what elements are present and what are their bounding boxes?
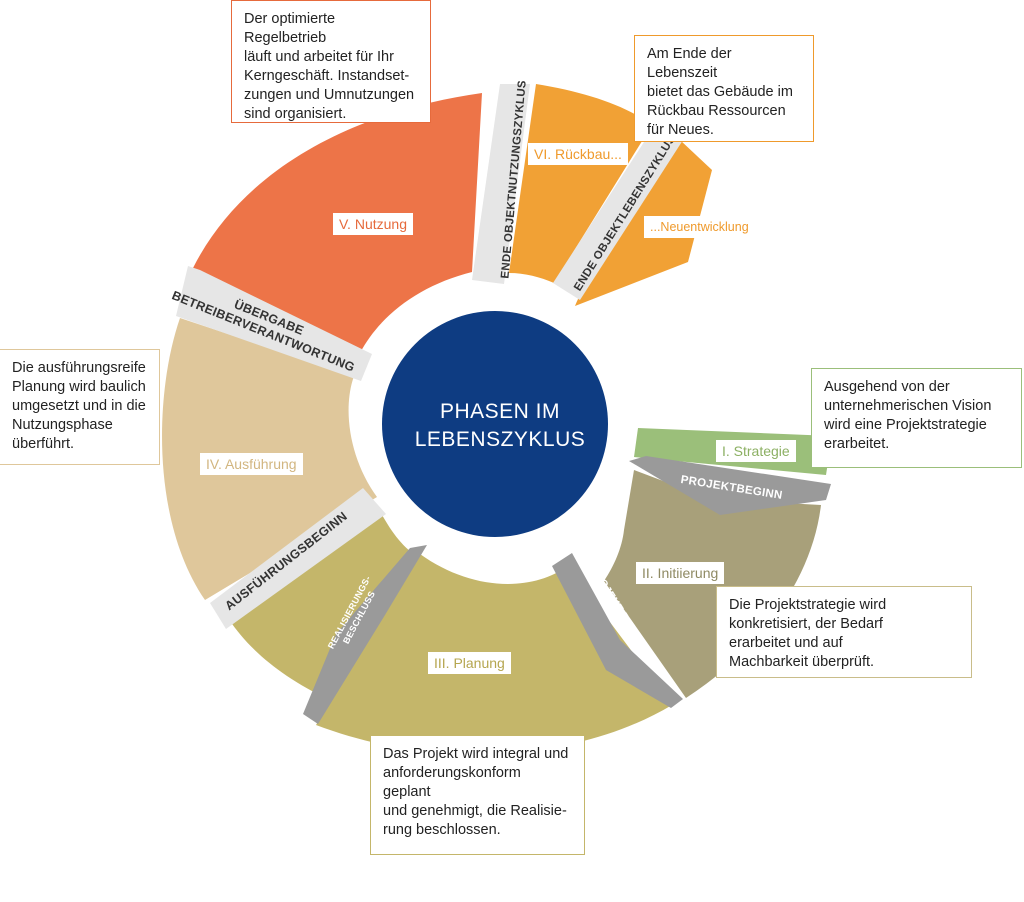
milestone-uebergabe-band xyxy=(176,266,372,381)
milestone-realisierung-band xyxy=(303,545,427,724)
description-box-nutzung: Der optimierte Regelbetrieb läuft und ar… xyxy=(231,0,431,123)
center-title-line2: LEBENSZYKLUS xyxy=(414,428,586,451)
phase-label-nutzung: V. Nutzung xyxy=(333,213,413,235)
description-box-initiierung: Die Projektstrategie wird konkretisiert,… xyxy=(716,586,972,678)
center-circle xyxy=(382,311,608,537)
milestone-ende-leben-band xyxy=(553,125,683,300)
description-text-planung: Das Projekt wird integral und anforderun… xyxy=(383,746,569,838)
segment-rueckbau xyxy=(509,84,652,283)
description-text-strategie: Ausgehend von der unternehmerischen Visi… xyxy=(824,379,992,452)
phase-label-planung: III. Planung xyxy=(428,652,511,674)
description-box-ausfuehrung: Die ausführungsreife Planung wird baulic… xyxy=(0,349,160,465)
phase-label-rueckbau: VI. Rückbau... xyxy=(528,143,628,165)
phase-label-ausfuehrung: IV. Ausführung xyxy=(200,453,303,475)
center-title-line1: PHASEN IM xyxy=(439,400,561,423)
description-text-nutzung: Der optimierte Regelbetrieb läuft und ar… xyxy=(244,11,415,122)
milestone-projektbeschluss-band xyxy=(552,553,683,708)
phase-label-strategie: I. Strategie xyxy=(716,440,796,462)
phase-label-neuentwicklung: ...Neuentwicklung xyxy=(644,216,755,238)
description-box-rueckbau: Am Ende der Lebenszeit bietet das Gebäud… xyxy=(634,35,814,142)
segment-planung-left xyxy=(218,513,420,700)
milestone-ausfuehrungsbeginn-band xyxy=(210,488,386,629)
milestone-projektbeginn-band xyxy=(629,456,831,515)
segment-neuentwicklung xyxy=(575,140,712,306)
segment-initiierung xyxy=(604,470,821,698)
description-text-rueckbau: Am Ende der Lebenszeit bietet das Gebäud… xyxy=(647,46,793,138)
description-box-planung: Das Projekt wird integral und anforderun… xyxy=(370,735,585,855)
description-text-initiierung: Die Projektstrategie wird konkretisiert,… xyxy=(729,597,887,670)
description-box-strategie: Ausgehend von der unternehmerischen Visi… xyxy=(811,368,1022,468)
phase-label-initiierung: II. Initiierung xyxy=(636,562,725,584)
milestone-ende-nutzung-band xyxy=(472,84,530,284)
description-text-ausfuehrung: Die ausführungsreife Planung wird baulic… xyxy=(12,360,146,452)
center-title: PHASEN IM LEBENSZYKLUS xyxy=(395,398,605,454)
